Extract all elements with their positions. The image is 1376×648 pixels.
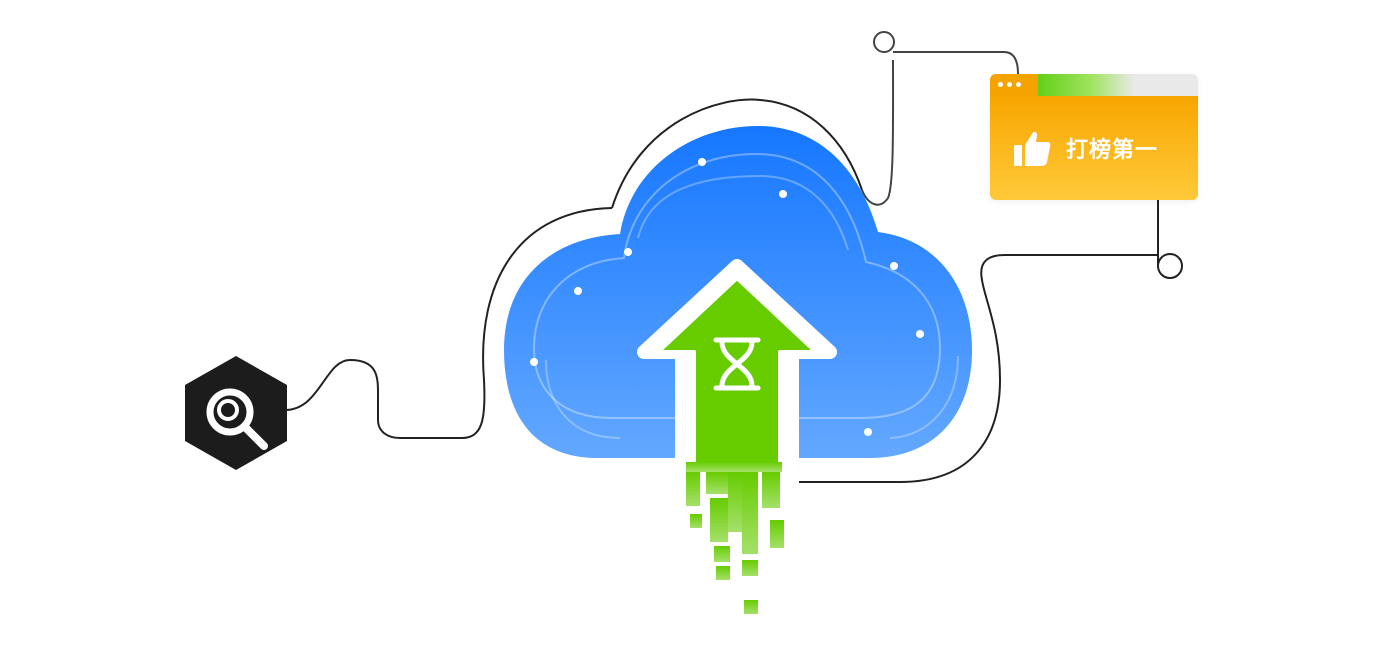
badge-label: 打榜第一: [1066, 138, 1159, 163]
connector-line-left: [284, 207, 613, 439]
window-dot: [998, 82, 1003, 87]
magnifier-icon: [206, 388, 268, 450]
window-dots: [998, 82, 1021, 87]
connector-line-right-top: [861, 51, 1019, 206]
badge-topbar: [990, 74, 1198, 96]
cloud-dots: [530, 158, 924, 436]
search-hexagon-button[interactable]: [185, 356, 287, 470]
badge-topbar-accent: [990, 74, 1038, 96]
cloud-inner-track: [532, 152, 942, 419]
thumbs-up-icon: [1014, 131, 1051, 166]
hourglass-logo-icon: [713, 337, 761, 391]
badge-body: 打榜第一: [990, 96, 1198, 200]
ranking-badge-card: 打榜第一: [990, 74, 1198, 200]
connector-line-right-bottom: [792, 254, 1158, 483]
cloud-outline: [611, 98, 863, 209]
window-dot: [1007, 82, 1012, 87]
connector-ring-top: [873, 31, 895, 53]
connector-ring: [1157, 253, 1183, 279]
cloud-inner-track-2: [545, 174, 959, 439]
window-dot: [1016, 82, 1021, 87]
pixel-trail: [686, 462, 784, 614]
badge-progress-bar: [1038, 74, 1134, 96]
